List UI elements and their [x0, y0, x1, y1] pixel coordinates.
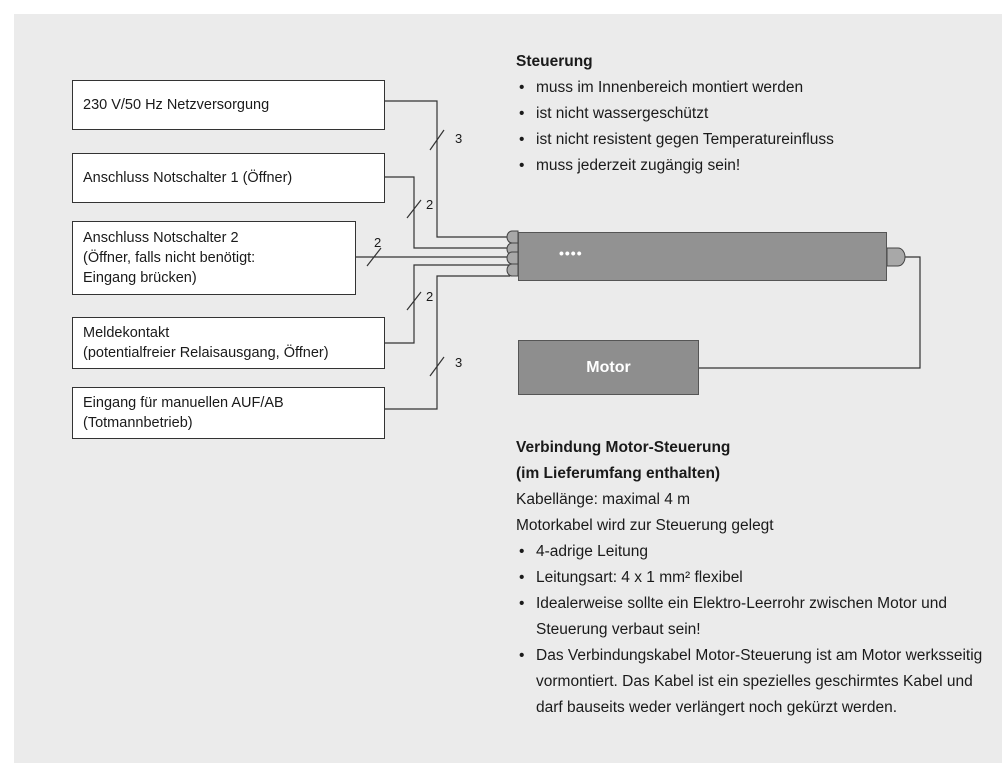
input-box-notschalter-1: Anschluss Notschalter 1 (Öffner) — [72, 153, 385, 203]
motor-box: Motor — [518, 340, 699, 395]
wire-count-label: 2 — [426, 289, 434, 304]
verbindung-heading-2: (im Lieferumfang enthalten) — [516, 465, 721, 482]
wire-count-slash — [406, 291, 422, 311]
wire-auf-ab — [384, 275, 510, 410]
list-item: muss jederzeit zugängig sein! — [516, 153, 986, 179]
wire-count-label: 3 — [455, 355, 463, 370]
input-box-netzversorgung: 230 V/50 Hz Netzversorgung — [72, 80, 385, 130]
wire-count-slash — [429, 129, 445, 151]
wire-count-label: 2 — [426, 197, 434, 212]
connector-plug — [506, 230, 519, 244]
input-label: 230 V/50 Hz Netzversorgung — [83, 97, 270, 113]
wire-count-label: 3 — [455, 131, 463, 146]
input-box-auf-ab: Eingang für manuellen AUF/AB (Totmannbet… — [72, 387, 385, 439]
wire-meldekontakt — [384, 264, 510, 344]
list-item: ist nicht resistent gegen Temperatureinf… — [516, 127, 986, 153]
steuerung-heading: Steuerung — [516, 53, 593, 70]
wire-count-slash — [406, 199, 422, 219]
list-item: Leitungsart: 4 x 1 mm² flexibel — [516, 565, 986, 591]
input-label: Meldekontakt (potentialfreier Relaisausg… — [83, 325, 329, 361]
wire-notschalter-1 — [384, 176, 510, 249]
verbindung-line: Motorkabel wird zur Steuerung gelegt — [516, 517, 774, 534]
connector-plug — [506, 263, 519, 277]
input-box-meldekontakt: Meldekontakt (potentialfreier Relaisausg… — [72, 317, 385, 369]
connector-plug — [506, 251, 519, 265]
list-item: muss im Innenbereich montiert werden — [516, 75, 986, 101]
wire-motor-cable — [699, 256, 921, 369]
motor-label: Motor — [586, 358, 631, 376]
controller-indicator: •••• — [559, 245, 583, 261]
verbindung-line: Kabellänge: maximal 4 m — [516, 491, 691, 508]
input-box-notschalter-2: Anschluss Notschalter 2 (Öffner, falls n… — [72, 221, 356, 295]
input-label: Eingang für manuellen AUF/AB (Totmannbet… — [83, 395, 284, 431]
list-item: Das Verbindungskabel Motor-Steuerung ist… — [516, 643, 986, 721]
connector-plug — [886, 247, 906, 267]
input-label: Anschluss Notschalter 1 (Öffner) — [83, 170, 293, 186]
steuerung-notes: Steuerung muss im Innenbereich montiert … — [516, 49, 986, 179]
list-item: Idealerweise sollte ein Elektro-Leerrohr… — [516, 591, 986, 643]
wire-count-label: 2 — [374, 235, 382, 250]
wire-count-slash — [366, 247, 382, 267]
steuerung-list: muss im Innenbereich montiert werden ist… — [516, 75, 986, 179]
verbindung-list: 4-adrige Leitung Leitungsart: 4 x 1 mm² … — [516, 539, 986, 721]
verbindung-notes: Verbindung Motor-Steuerung (im Lieferumf… — [516, 435, 986, 721]
controller-unit: •••• — [518, 232, 887, 281]
verbindung-heading-1: Verbindung Motor-Steuerung — [516, 439, 731, 456]
wire-count-slash — [429, 356, 445, 377]
input-label: Anschluss Notschalter 2 (Öffner, falls n… — [83, 230, 256, 286]
list-item: 4-adrige Leitung — [516, 539, 986, 565]
wire-netzversorgung — [384, 100, 510, 238]
list-item: ist nicht wassergeschützt — [516, 101, 986, 127]
